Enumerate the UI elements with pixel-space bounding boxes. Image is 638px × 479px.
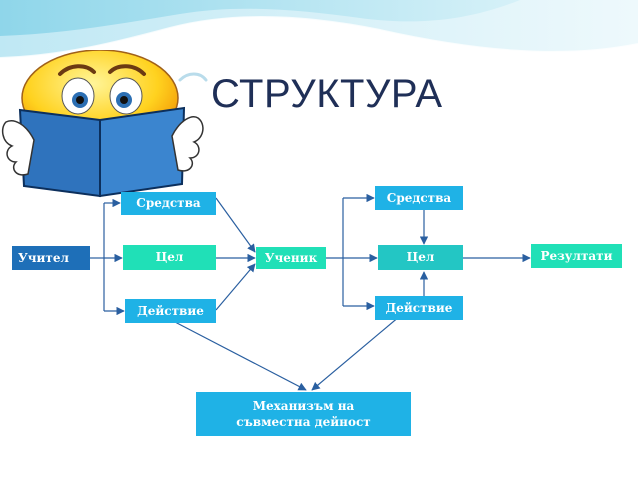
means-left-node: Средства	[121, 192, 216, 215]
student-node: Ученик	[256, 247, 326, 269]
smiley-reading-book-icon	[1, 50, 204, 198]
means-right-node: Средства	[375, 186, 463, 210]
action-right-node: Действие	[375, 296, 463, 320]
mechanism-node: Механизъм на съвместна дейност	[196, 392, 411, 436]
teacher-node: Учител	[12, 246, 90, 270]
page-title: СТРУКТУРА	[211, 72, 443, 116]
goal-left-node: Цел	[123, 245, 216, 270]
action-left-node: Действие	[125, 299, 216, 323]
goal-right-node: Цел	[378, 245, 463, 270]
results-node: Резултати	[531, 244, 622, 268]
